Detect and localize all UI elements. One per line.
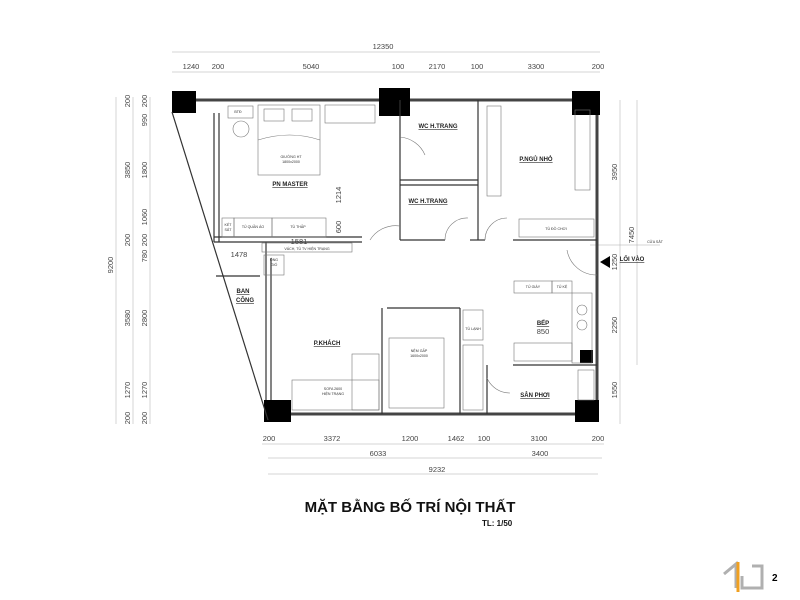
entrance-label: LỐI VÀO (620, 256, 645, 263)
label-fold-bed: 1600x2000 (410, 354, 428, 358)
drawing-scale: TL: 1/50 (482, 519, 513, 528)
label-safe: SẮT (225, 227, 233, 232)
dim-bottom-mid: 6033 (370, 449, 387, 458)
room-label-loggia: SÂN PHƠI (520, 392, 550, 399)
room-label-balcony: BAN (237, 289, 250, 295)
doors (369, 136, 598, 394)
dim-left: 1270 (123, 382, 132, 399)
dim-left: 3850 (123, 162, 132, 179)
dim-left-inner: 1270 (140, 382, 149, 399)
label-fold-bed: NỆM GẤP (411, 348, 428, 353)
dim-top: 200 (212, 62, 225, 71)
label-shoe-cabinet: TỦ GIÀY (526, 284, 541, 289)
dim-left: 200 (123, 95, 132, 108)
dim-top: 200 (592, 62, 605, 71)
room-label-small-bedroom: P.NGỦ NHỎ (519, 156, 553, 163)
label-pipe: ỐNG (270, 257, 278, 262)
dim-right: 2250 (610, 317, 619, 334)
dim-left-inner: 200 (140, 412, 149, 425)
label-btd: BTĐ (234, 110, 242, 114)
structural-columns (172, 88, 600, 422)
label-sofa: HIỆN TRẠNG (322, 391, 344, 396)
room-label-wc2: WC H.TRANG (409, 199, 448, 205)
room-label-balcony: CÔNG (236, 296, 254, 304)
room-label-master: PN MASTER (272, 182, 308, 188)
dim-bottom: 1462 (448, 434, 465, 443)
label-bed: GIƯỜNG HT (280, 154, 302, 159)
dim-left-inner: 780 (140, 250, 149, 263)
door-note: CỬA SẮT (647, 239, 664, 244)
walls (171, 98, 599, 421)
dim-left: 200 (123, 234, 132, 247)
label-wardrobe: TỦ QUẦN ÁO (242, 224, 265, 229)
dim-top: 3300 (528, 62, 545, 71)
dim-top: 100 (392, 62, 405, 71)
page-number: 2 (772, 573, 778, 584)
label-low-cabinet: TỦ THẤP (290, 224, 306, 229)
dim-left-inner: 1060 (140, 209, 149, 226)
dim-bottom: 3372 (324, 434, 341, 443)
dim-bottom-mid: 3400 (532, 449, 549, 458)
furniture (221, 104, 610, 411)
dim-bottom: 200 (592, 434, 605, 443)
label-bed-size: 1800x2000 (282, 160, 300, 164)
dim-left-inner: 1800 (140, 162, 149, 179)
room-label-wc1: WC H.TRANG (419, 124, 458, 130)
label-safe: KÉT (225, 222, 233, 227)
dim-left-total: 9200 (106, 257, 115, 274)
dim-inner: 600 (334, 221, 343, 234)
left-dimensions: 9200 200 3850 200 3580 1270 200 200 990 … (106, 95, 149, 425)
dim-right: 1250 (610, 254, 619, 271)
dim-right-total: 7450 (627, 227, 636, 244)
dim-top: 5040 (303, 62, 320, 71)
dim-inner: 1214 (334, 187, 343, 204)
dim-bottom: 200 (263, 434, 276, 443)
drawing-title: MẶT BẰNG BỐ TRÍ NỘI THẤT (305, 498, 516, 516)
room-label-kitchen: BẾP (537, 320, 549, 327)
kitchen-dimension: 850 (537, 327, 550, 336)
dim-right: 3950 (610, 164, 619, 181)
dim-top: 1240 (183, 62, 200, 71)
dim-inner: 1581 (291, 237, 308, 246)
dim-left-inner: 2800 (140, 310, 149, 327)
dim-right: 1550 (610, 382, 619, 399)
dim-bottom: 1200 (402, 434, 419, 443)
label-pipe: GIÓ (271, 262, 278, 267)
dim-left-inner: 200 (140, 95, 149, 108)
dimension-lines (115, 51, 660, 475)
dim-bottom-total: 9232 (429, 465, 446, 474)
dim-top: 2170 (429, 62, 446, 71)
room-label-living: P.KHÁCH (314, 340, 341, 347)
dim-left: 3580 (123, 310, 132, 327)
dim-bottom: 3100 (531, 434, 548, 443)
dim-left-inner: 200 (140, 234, 149, 247)
dim-top-total: 12350 (373, 42, 394, 51)
label-shelf: TỦ KỆ (557, 284, 568, 289)
label-fridge: TỦ LẠNH (465, 326, 481, 331)
label-toy-cabinet: TỦ ĐỒ CHƠI (545, 226, 566, 231)
dim-left-inner: 990 (140, 114, 149, 127)
dim-top: 100 (471, 62, 484, 71)
logo-icon (723, 560, 764, 592)
dim-left: 200 (123, 412, 132, 425)
entrance-arrow-icon (600, 256, 610, 268)
label-sofa: SOFA 2600 (324, 387, 342, 391)
label-tv-wall: VÁCH, TỦ TV HIỆN TRẠNG (284, 246, 330, 251)
dim-inner: 1478 (231, 250, 248, 259)
dim-bottom: 100 (478, 434, 491, 443)
